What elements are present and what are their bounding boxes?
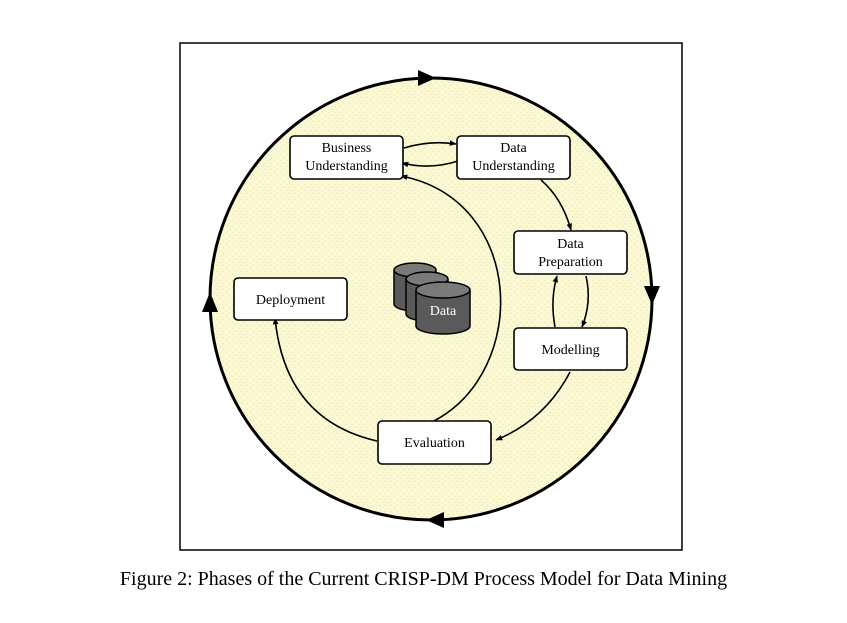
arrow-data-understanding-to-business [401, 160, 459, 168]
arrow-evaluation-to-business [400, 174, 502, 422]
arrow-modelling-to-evaluation [495, 371, 571, 441]
cycle-arrowheads [202, 70, 660, 528]
cycle-arrowhead-bottom [426, 512, 444, 528]
phase-deployment: Deployment [233, 277, 348, 321]
business-understanding-line2: Understanding [305, 159, 387, 174]
cycle-arrowhead-left [202, 292, 218, 312]
database-cylinder-front [415, 281, 471, 335]
figure-caption: Figure 2: Phases of the Current CRISP-DM… [119, 568, 728, 590]
cycle-arrowhead-top [418, 70, 436, 86]
crisp-dm-diagram: Business Understanding Data Understandin… [179, 42, 683, 551]
deployment-label: Deployment [256, 293, 325, 308]
data-understanding-line1: Data [500, 141, 527, 156]
phase-data-understanding: Data Understanding [456, 135, 571, 180]
evaluation-label: Evaluation [404, 436, 465, 451]
modelling-label: Modelling [541, 343, 599, 358]
data-preparation-line2: Preparation [538, 255, 603, 270]
data-store-label: Data [430, 304, 457, 319]
arrow-modelling-to-preparation [552, 275, 558, 328]
phase-modelling: Modelling [513, 327, 628, 371]
business-understanding-line1: Business [322, 141, 372, 156]
data-understanding-line2: Understanding [472, 159, 554, 174]
phase-business-understanding: Business Understanding [289, 135, 404, 180]
phase-evaluation: Evaluation [377, 420, 492, 465]
database-icon [393, 262, 471, 335]
cycle-arrowhead-right [644, 286, 660, 305]
arrow-data-understanding-to-preparation [540, 179, 572, 231]
arrow-business-to-data-understanding [403, 140, 457, 149]
arrow-evaluation-to-deployment [272, 317, 378, 442]
phase-data-preparation: Data Preparation [513, 230, 628, 275]
data-preparation-line1: Data [557, 237, 584, 252]
arrow-preparation-to-modelling [581, 275, 590, 328]
